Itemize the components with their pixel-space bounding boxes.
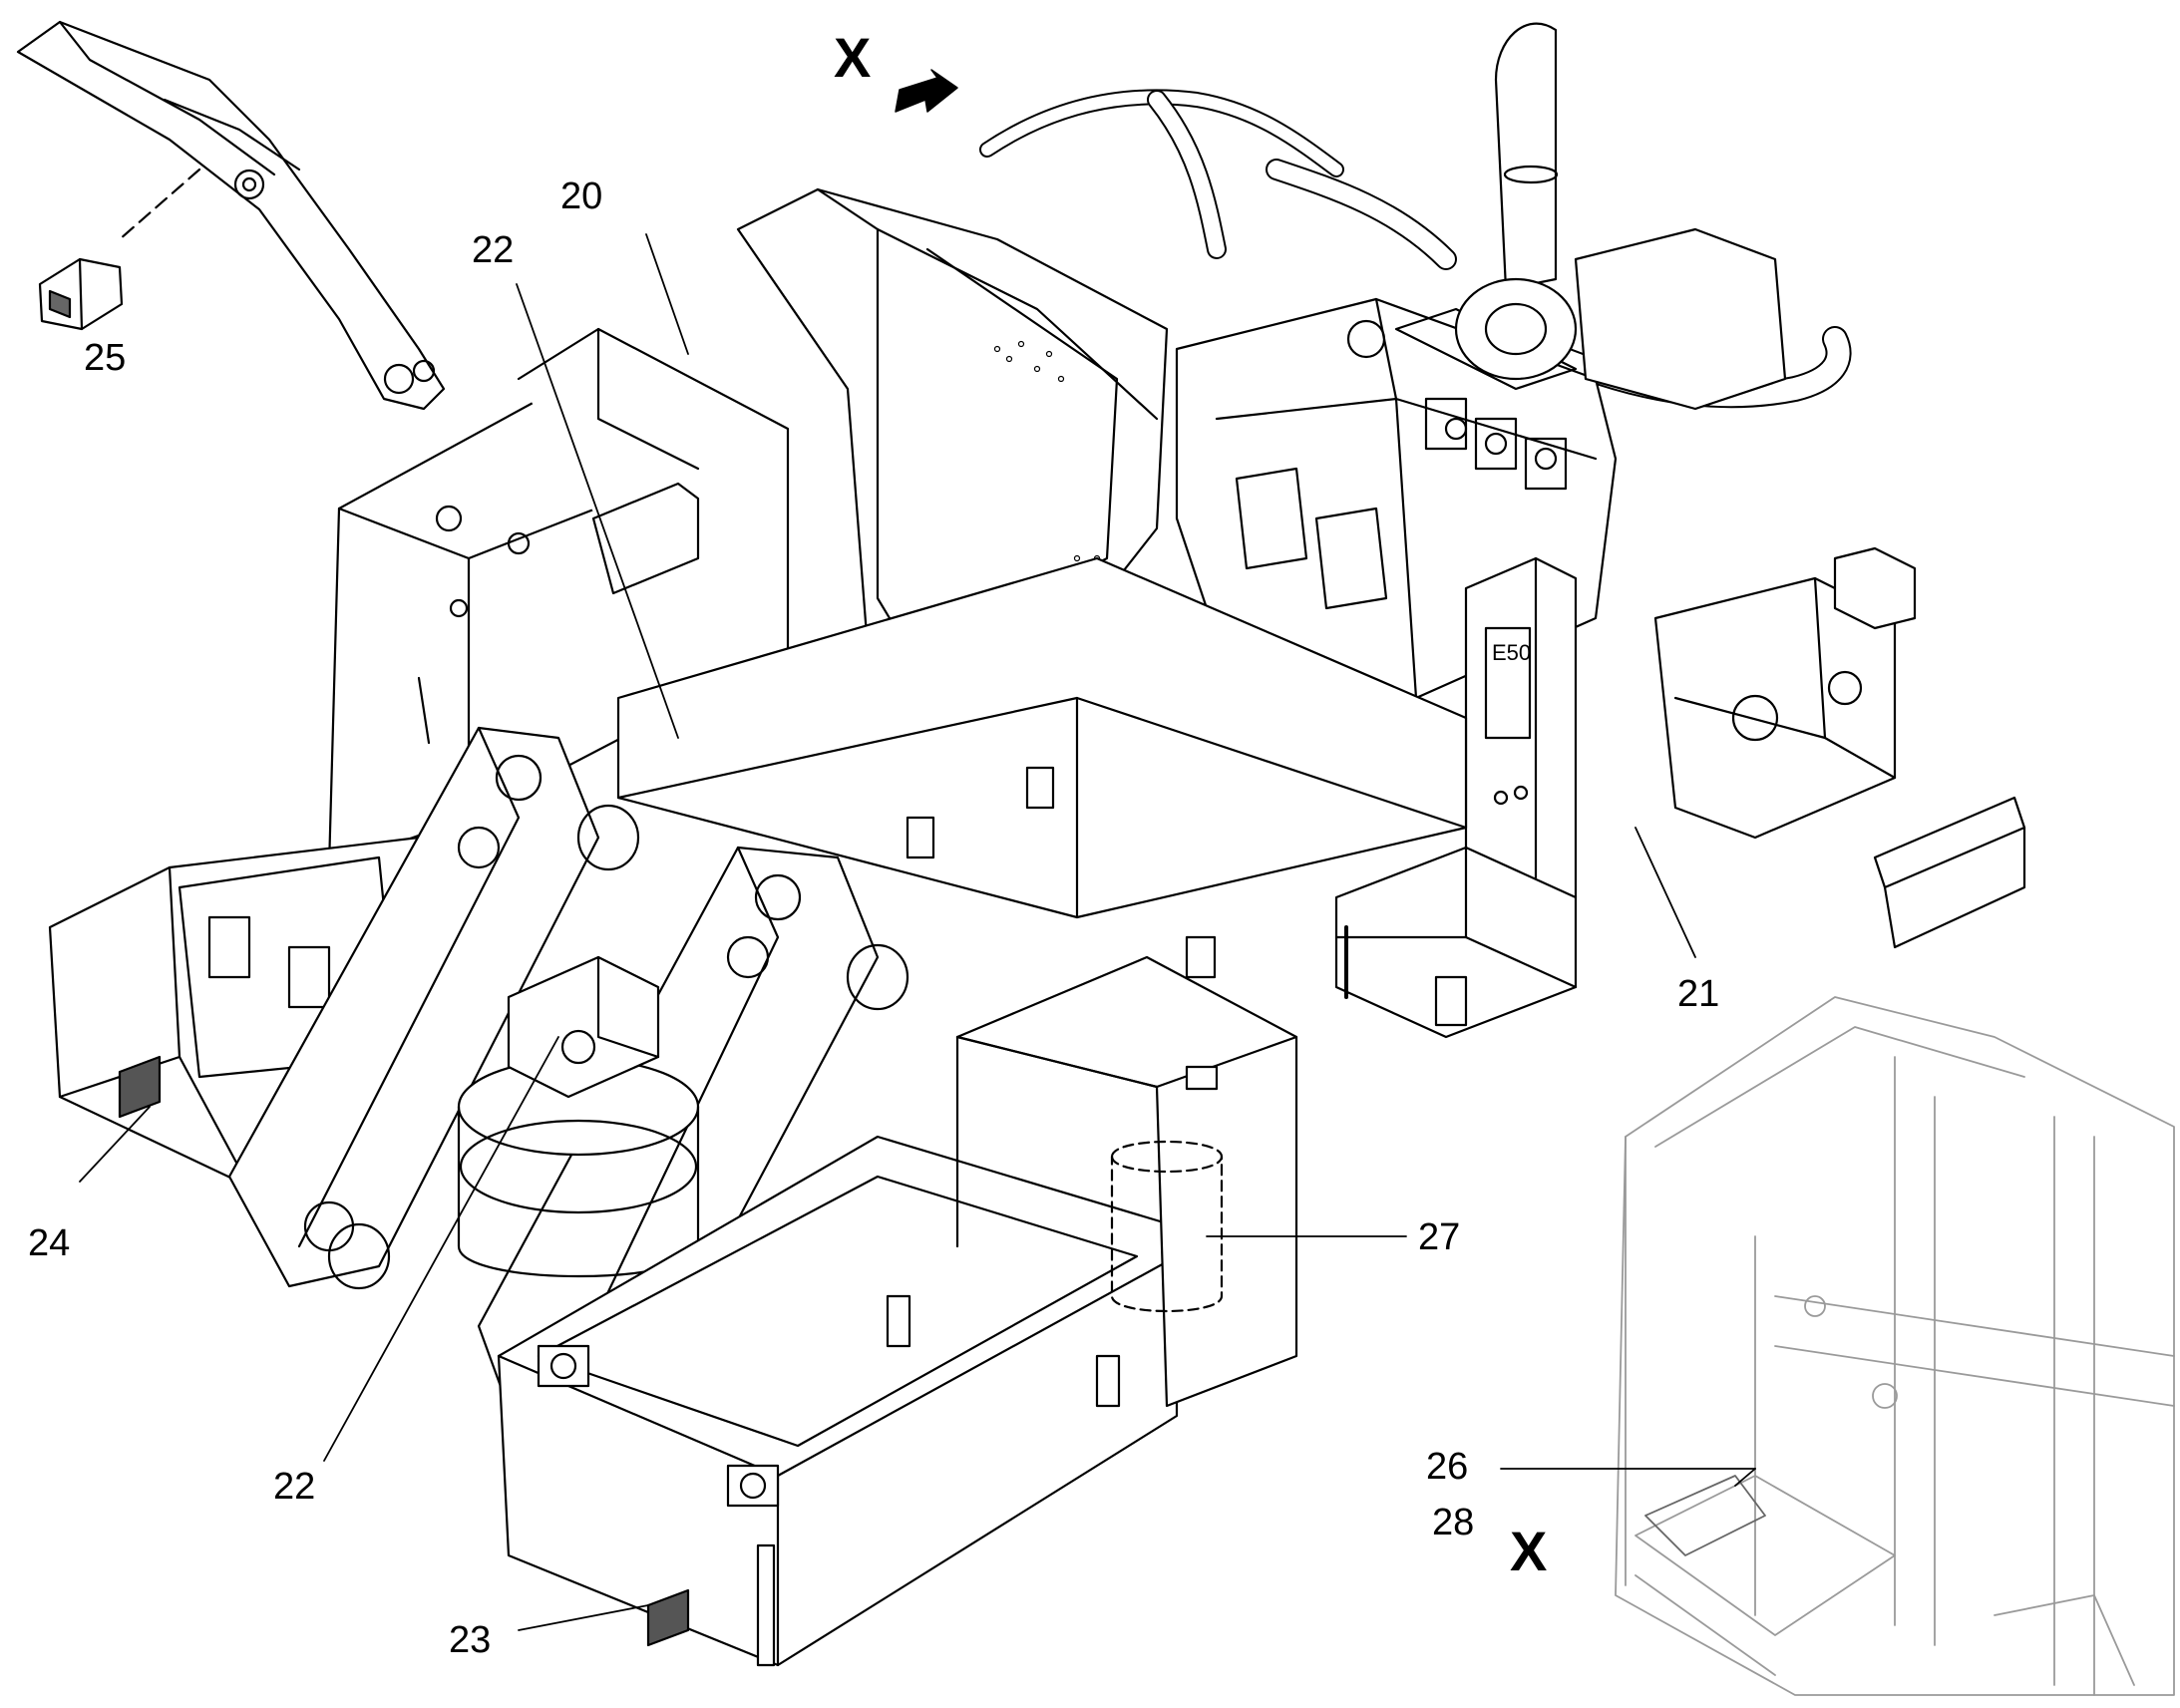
exhaust-pipe bbox=[1494, 22, 1559, 291]
leader-lines bbox=[79, 233, 1756, 1631]
boom-arm bbox=[16, 20, 446, 411]
turbocharger bbox=[1454, 227, 1787, 411]
callout-22-bottom: 22 bbox=[273, 1466, 316, 1508]
callout-25: 25 bbox=[84, 337, 127, 379]
view-arrow-icon bbox=[895, 69, 958, 113]
upper-frame bbox=[327, 327, 790, 869]
callout-20: 20 bbox=[560, 175, 603, 217]
support-column: E50 bbox=[1464, 556, 1578, 929]
view-marker-top: X bbox=[834, 26, 872, 89]
callout-24: 24 bbox=[28, 1222, 71, 1264]
view-marker-inset: X bbox=[1510, 1520, 1548, 1582]
hydraulic-pump bbox=[1653, 546, 2026, 949]
callout-23: 23 bbox=[449, 1619, 492, 1661]
callout-27: 27 bbox=[1418, 1216, 1461, 1258]
counterweight-box bbox=[497, 1135, 1179, 1667]
callout-26: 26 bbox=[1426, 1446, 1469, 1488]
callout-28: 28 bbox=[1432, 1502, 1475, 1543]
hoses bbox=[979, 89, 1852, 409]
callout-21: 21 bbox=[1677, 973, 1720, 1015]
tank-block bbox=[955, 955, 1298, 1408]
callout-22-top: 22 bbox=[472, 229, 515, 271]
slew-drive bbox=[457, 955, 700, 1278]
filter-element bbox=[38, 257, 124, 331]
inset-frame-view bbox=[1615, 996, 2175, 1696]
main-frame bbox=[616, 556, 1578, 1039]
plate-label: E50 bbox=[1492, 640, 1531, 665]
